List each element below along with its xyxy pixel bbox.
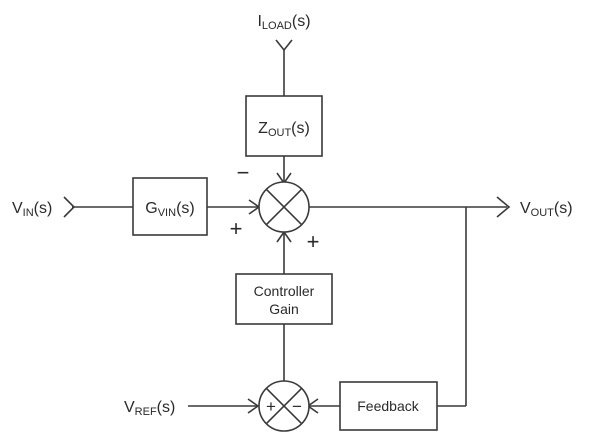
- feedback-block: [339, 381, 438, 431]
- ref-sum-right-sign: −: [292, 397, 302, 416]
- main-sum-top-sign: −: [237, 160, 250, 185]
- main-sum-bottom-sign: +: [307, 229, 320, 254]
- feedback-label: Feedback: [357, 398, 419, 414]
- iload-terminal-icon: [275, 39, 293, 52]
- iload-label: ILOAD(s): [257, 13, 310, 32]
- reference-summing-cross-b: [265, 387, 303, 425]
- vout-label: VOUT(s): [520, 200, 573, 219]
- gvin-block: [132, 177, 208, 236]
- vref-label: VREF(s): [124, 399, 175, 418]
- controller-gain-block: [235, 273, 333, 325]
- gvin-label: GVIN(s): [145, 200, 194, 219]
- zout-block: [245, 95, 323, 157]
- controller-gain-label-line1: Controller: [254, 283, 315, 299]
- vin-terminal-icon: [63, 196, 76, 218]
- main-sum-left-sign: +: [230, 216, 243, 241]
- vin-label: VIN(s): [12, 200, 52, 219]
- vout-arrow-icon: [496, 196, 511, 218]
- ref-sum-left-sign: +: [266, 397, 276, 416]
- vref-into-refsum-arrow-icon: [247, 398, 260, 414]
- main-summing-cross-b: [265, 188, 303, 226]
- controller-gain-label-line2: Gain: [269, 301, 299, 317]
- zout-label: ZOUT(s): [258, 120, 310, 139]
